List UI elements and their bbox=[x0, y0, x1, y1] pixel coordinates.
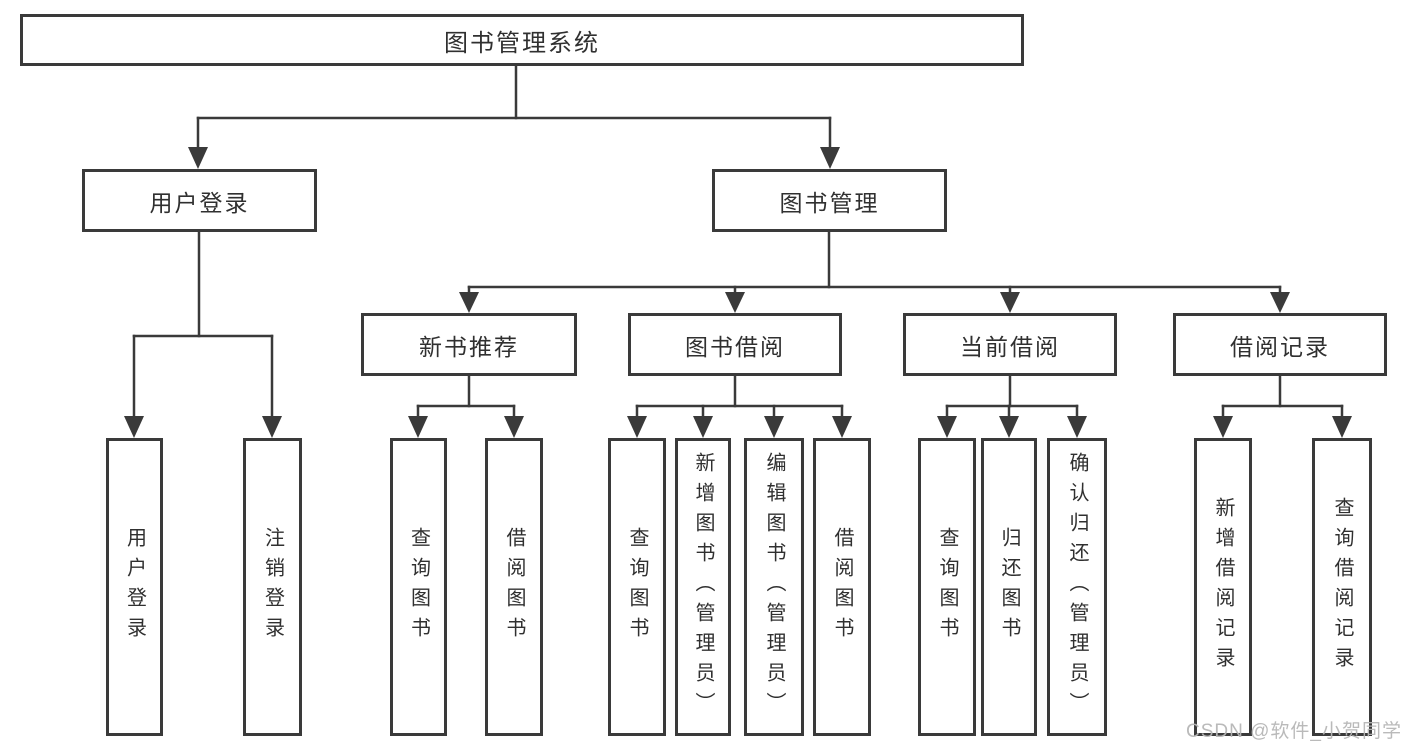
leaf-query-books-current: 查询图书 bbox=[918, 438, 976, 736]
node-new-book-recommend: 新书推荐 bbox=[361, 313, 577, 376]
leaf-return-books: 归还图书 bbox=[981, 438, 1037, 736]
arrowheads bbox=[124, 147, 1352, 438]
leaf-borrow-books: 借阅图书 bbox=[813, 438, 871, 736]
node-user-login: 用户登录 bbox=[82, 169, 317, 232]
leaf-query-books-borrow: 查询图书 bbox=[608, 438, 666, 736]
node-root: 图书管理系统 bbox=[20, 14, 1024, 66]
leaf-borrow-books-recommend: 借阅图书 bbox=[485, 438, 543, 736]
leaf-confirm-return-admin: 确认归还（管理员） bbox=[1047, 438, 1107, 736]
node-book-management: 图书管理 bbox=[712, 169, 947, 232]
node-current-borrow: 当前借阅 bbox=[903, 313, 1117, 376]
leaf-add-books-admin: 新增图书（管理员） bbox=[675, 438, 731, 736]
watermark: CSDN @软件_小贺同学 bbox=[1186, 721, 1402, 742]
leaf-edit-books-admin: 编辑图书（管理员） bbox=[744, 438, 804, 736]
leaf-add-borrow-record: 新增借阅记录 bbox=[1194, 438, 1252, 736]
leaf-query-borrow-record: 查询借阅记录 bbox=[1312, 438, 1372, 736]
leaf-query-books-recommend: 查询图书 bbox=[390, 438, 447, 736]
leaf-user-login: 用户登录 bbox=[106, 438, 163, 736]
node-book-borrow: 图书借阅 bbox=[628, 313, 842, 376]
node-borrow-records: 借阅记录 bbox=[1173, 313, 1387, 376]
leaf-logout: 注销登录 bbox=[243, 438, 302, 736]
